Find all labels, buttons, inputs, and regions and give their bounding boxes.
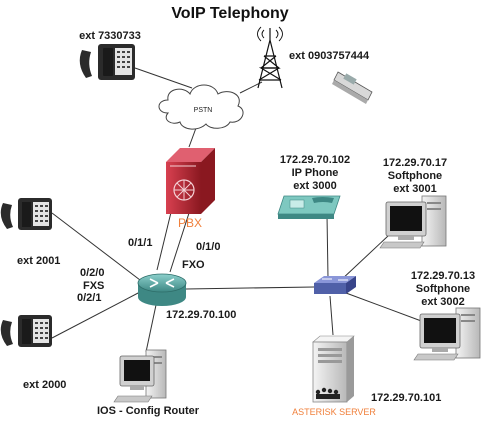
pbx-label: PBX <box>178 216 202 230</box>
cell-tower-icon <box>257 26 283 89</box>
router-icon <box>137 273 187 306</box>
softphone-2-name: Softphone <box>416 283 470 295</box>
link-pstnphone-cloud <box>134 67 193 89</box>
pstn-phone-ext: ext 7330733 <box>79 30 141 42</box>
link-phone2-router <box>51 291 141 339</box>
router-fxs-label: FXS <box>83 280 104 292</box>
ip-phone-icon <box>277 195 341 219</box>
link-switch-soft2 <box>345 292 425 323</box>
diagram-title: VoIP Telephony <box>171 5 288 22</box>
config-pc-label: IOS - Config Router <box>97 405 200 417</box>
softphone-2-ip: 172.29.70.13 <box>411 270 475 282</box>
router-port-0-1-0: 0/1/0 <box>196 241 220 253</box>
analog-phone-2-icon <box>0 315 52 347</box>
router-ip: 172.29.70.100 <box>166 309 236 321</box>
link-switch-asterisk <box>329 295 334 336</box>
links <box>51 67 425 353</box>
pbx-switch-icon <box>166 148 215 214</box>
router-port-0-1-1: 0/1/1 <box>128 237 152 249</box>
analog-phone-1-ext: ext 2001 <box>17 255 60 267</box>
softphone-1-ip: 172.29.70.17 <box>383 157 447 169</box>
asterisk-server-label: ASTERISK SERVER <box>292 407 376 417</box>
ip-phone-ext: ext 3000 <box>293 180 336 192</box>
softphone-1-ext: ext 3001 <box>393 183 436 195</box>
link-cloud-tower <box>239 81 263 94</box>
link-router-pc <box>145 304 157 353</box>
pstn-cloud-icon <box>158 84 244 130</box>
cell-phone-ext: ext 0903757444 <box>289 50 370 62</box>
cloud-label: PSTN <box>194 107 213 114</box>
analog-phone-1-icon <box>0 198 52 230</box>
asterisk-server-icon <box>312 335 355 403</box>
softphone-2-ext: ext 3002 <box>421 296 464 308</box>
ip-phone-ip: 172.29.70.102 <box>280 154 350 166</box>
config-pc-icon <box>113 349 167 403</box>
router-port-0-2-0: 0/2/0 <box>80 267 104 279</box>
link-ipphone-switch <box>326 214 329 279</box>
mobile-phone-icon <box>332 71 373 104</box>
softphone-1-pc-icon <box>379 195 447 249</box>
router-fxo-label: FXO <box>182 259 205 271</box>
analog-phone-2-ext: ext 2000 <box>23 379 66 391</box>
ip-phone-name: IP Phone <box>292 167 339 179</box>
pstn-desk-phone-icon <box>79 44 135 80</box>
softphone-1-name: Softphone <box>388 170 442 182</box>
link-router-switch <box>185 286 315 290</box>
router-port-0-2-1: 0/2/1 <box>77 292 101 304</box>
link-phone1-router <box>51 212 141 281</box>
softphone-2-pc-icon <box>413 307 481 361</box>
asterisk-server-ip: 172.29.70.101 <box>371 392 441 404</box>
link-cloud-pbx <box>188 127 197 148</box>
switch-icon <box>314 276 356 294</box>
link-switch-soft1 <box>339 235 389 282</box>
link-pbx-router-b <box>169 209 191 273</box>
